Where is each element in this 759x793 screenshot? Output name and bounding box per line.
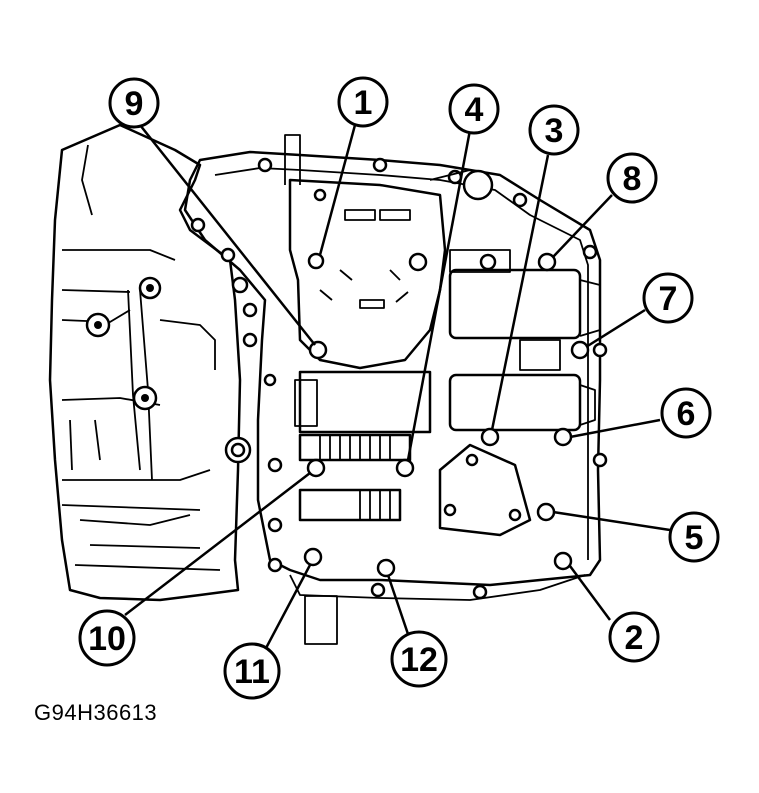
- callout-1-label: 1: [354, 84, 373, 122]
- callout-7: 7: [642, 272, 694, 324]
- callout-2-label: 2: [625, 619, 644, 657]
- callout-9-label: 9: [125, 85, 144, 123]
- callout-5: 5: [668, 511, 720, 563]
- shift-solenoids: [294, 249, 601, 522]
- callout-12: 12: [390, 630, 448, 688]
- callout-6-label: 6: [677, 395, 696, 433]
- accumulator-cover: [438, 443, 532, 537]
- callout-3-label: 3: [545, 112, 564, 150]
- callout-5-label: 5: [685, 519, 704, 557]
- callout-11: 11: [223, 642, 281, 700]
- leader-lines: [124, 124, 671, 651]
- callout-1: 1: [337, 76, 389, 128]
- upper-cover-plate: [284, 134, 494, 370]
- callout-8: 8: [606, 152, 658, 204]
- callout-10-label: 10: [88, 620, 126, 658]
- callout-7-label: 7: [659, 280, 678, 318]
- valve-body-plate: [183, 150, 608, 645]
- callout-10: 10: [78, 609, 136, 667]
- transmission-case: [48, 123, 252, 602]
- bolt-holes: [242, 252, 590, 578]
- callout-3: 3: [528, 104, 580, 156]
- callout-4: 4: [448, 83, 500, 135]
- callout-9: 9: [108, 77, 160, 129]
- callout-2: 2: [608, 611, 660, 663]
- callout-11-label: 11: [234, 653, 270, 691]
- callout-6: 6: [660, 387, 712, 439]
- callout-4-label: 4: [465, 91, 484, 129]
- callout-12-label: 12: [400, 641, 438, 679]
- callout-8-label: 8: [623, 160, 642, 198]
- figure-code: G94H36613: [34, 700, 158, 725]
